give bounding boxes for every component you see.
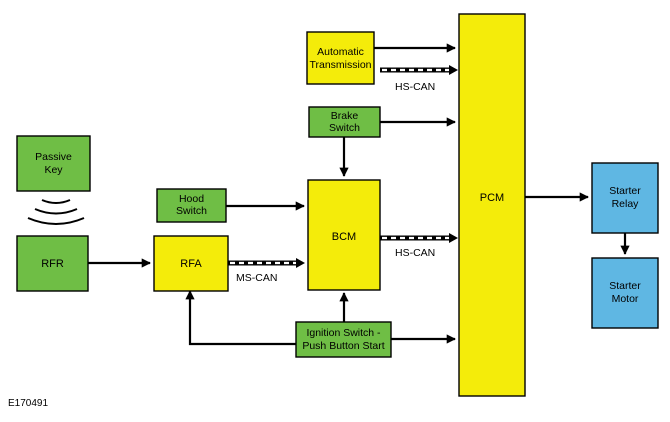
bus-label-hs-can-bcm: HS-CAN <box>395 247 435 259</box>
svg-text:Relay: Relay <box>612 198 640 210</box>
module-starter-relay: Starter Relay <box>591 162 659 234</box>
svg-text:Key: Key <box>44 164 63 176</box>
figure-id: E170491 <box>8 398 49 409</box>
svg-text:Switch: Switch <box>329 122 360 134</box>
svg-text:Hood: Hood <box>179 193 204 205</box>
arrow-ignition-to-rfa <box>185 290 296 346</box>
module-passive-key: Passive Key <box>16 135 91 192</box>
module-pcm: PCM <box>458 13 526 397</box>
svg-text:Brake: Brake <box>331 110 359 122</box>
module-starter-motor: Starter Motor <box>591 257 659 329</box>
svg-text:PCM: PCM <box>480 192 504 204</box>
svg-text:RFR: RFR <box>41 258 64 270</box>
module-brake-switch: Brake Switch <box>308 106 381 138</box>
module-rfr: RFR <box>16 235 89 292</box>
wireless-signal-icon <box>27 199 85 225</box>
svg-text:BCM: BCM <box>332 231 356 243</box>
module-ignition-switch: Ignition Switch - Push Button Start <box>295 321 392 358</box>
svg-text:RFA: RFA <box>180 258 202 270</box>
svg-text:Automatic: Automatic <box>317 46 364 58</box>
svg-text:Switch: Switch <box>176 205 207 217</box>
svg-text:Starter: Starter <box>609 185 641 197</box>
module-bcm: BCM <box>307 179 381 291</box>
svg-text:Motor: Motor <box>612 293 639 305</box>
bus-label-hs-can-transmission: HS-CAN <box>395 81 435 93</box>
module-hood-switch: Hood Switch <box>156 188 227 223</box>
svg-text:Passive: Passive <box>35 151 72 163</box>
svg-text:Transmission: Transmission <box>309 59 371 71</box>
svg-text:Push Button Start: Push Button Start <box>302 340 384 352</box>
bus-label-ms-can: MS-CAN <box>236 272 277 284</box>
svg-text:Ignition Switch -: Ignition Switch - <box>306 327 381 339</box>
module-automatic-transmission: Automatic Transmission <box>306 31 375 85</box>
svg-text:Starter: Starter <box>609 280 641 292</box>
connections <box>27 43 630 346</box>
module-rfa: RFA <box>153 235 229 292</box>
